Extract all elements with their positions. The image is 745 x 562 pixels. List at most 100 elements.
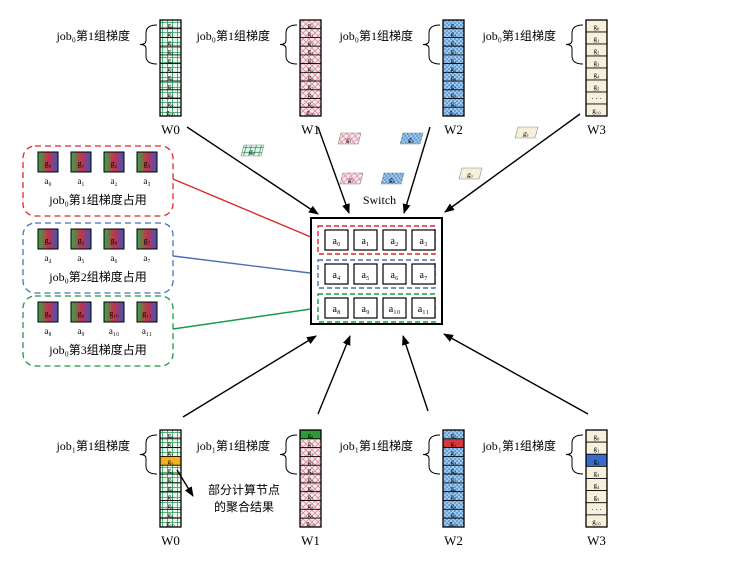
flow-arrow xyxy=(186,126,319,215)
gradient-cell-label: g₃ xyxy=(308,48,315,56)
aggregator-label: a₁₀ xyxy=(389,304,401,315)
flow-arrow xyxy=(182,335,317,418)
packet-body xyxy=(337,132,362,145)
gradient-cell-label: g₈ xyxy=(451,91,458,99)
worker-stack-border xyxy=(299,19,322,117)
aggregator-slot xyxy=(382,263,407,285)
gradient-cell-label: g₆ xyxy=(168,484,175,492)
aggregator-caption: a₇ xyxy=(143,253,150,263)
gradient-cell-label: g₁ xyxy=(168,440,174,448)
aggregator-label: a₀ xyxy=(333,236,341,247)
aggregator-label: a₂ xyxy=(391,236,399,247)
gradient-cell-label: g₅ xyxy=(168,65,175,73)
gradient-cell-label: g₀ xyxy=(451,431,458,439)
gradient-cell-label: g₇ xyxy=(308,82,315,90)
group-connector-1 xyxy=(172,178,319,241)
gradient-cell-label: g₆ xyxy=(308,74,315,82)
gradient-cell-label: g₁₀ xyxy=(166,109,175,117)
gradient-swatch-label: g₈ xyxy=(45,309,52,318)
worker-label: job₁第1组梯度 xyxy=(481,438,556,453)
gradient-cell-label: g₈ xyxy=(168,502,175,510)
gradient-cell-label: g₃ xyxy=(594,469,601,477)
packet-label: g₅ xyxy=(522,130,531,138)
worker-stack-border xyxy=(159,429,182,528)
gradient-swatch xyxy=(103,301,125,323)
flow-arrow xyxy=(317,126,350,214)
gradient-swatch-label: g₂ xyxy=(111,159,118,168)
gradient-swatch-label: g₁₁ xyxy=(142,309,152,318)
group-box xyxy=(22,295,174,367)
gradient-cell-label: g₇ xyxy=(451,82,458,90)
gradient-cell-label: g₄ xyxy=(308,56,315,64)
aggregator-label: a₅ xyxy=(362,270,370,281)
aggregator-slot xyxy=(411,229,436,251)
gradient-cell-label: g₉ xyxy=(451,511,458,519)
gradient-cell-label: g₈ xyxy=(308,502,315,510)
worker-name: W3 xyxy=(587,122,606,137)
gradient-cell-label: g₃ xyxy=(308,458,315,466)
gradient-cell-label: g₀ xyxy=(594,23,601,31)
gradient-cell-label: g₁ xyxy=(308,30,314,38)
gradient-swatch-label: g₄ xyxy=(45,236,52,245)
note-text: 的聚合结果 xyxy=(214,499,274,514)
gradient-cell-label: g₁₀ xyxy=(166,520,175,528)
flow-arrow xyxy=(402,126,431,214)
brace xyxy=(565,24,584,65)
gradient-cell-label: g₉ xyxy=(308,511,315,519)
gradient-cell-label: g₄ xyxy=(594,71,601,79)
aggregator-caption: a₁ xyxy=(77,176,84,186)
gradient-swatch xyxy=(136,301,158,323)
gradient-cell-label: g₂ xyxy=(451,39,458,47)
worker-label: job₀第1组梯度 xyxy=(481,28,556,43)
gradient-cell-label: g₀ xyxy=(594,433,601,441)
aggregator-slot xyxy=(324,263,349,285)
aggregator-slot xyxy=(324,297,349,319)
aggregator-label: a₃ xyxy=(420,236,428,247)
packet-body xyxy=(339,172,364,185)
gradient-swatch-label: g₉ xyxy=(78,309,85,318)
gradient-cell-label: g₅ xyxy=(451,65,458,73)
gradient-cell-label: g₃ xyxy=(451,458,458,466)
worker-label: job₁第1组梯度 xyxy=(338,438,413,453)
gradient-cell-label: g₅ xyxy=(451,476,458,484)
aggregator-caption: a₅ xyxy=(77,253,84,263)
aggregator-slot xyxy=(353,297,378,319)
gradient-cell-label: g₃ xyxy=(594,59,601,67)
gradient-cell-label: g₆ xyxy=(308,484,315,492)
data-packet: g₅ xyxy=(514,126,539,139)
brace xyxy=(139,434,158,475)
aggregator-caption: a₈ xyxy=(44,326,51,336)
gradient-cell-label: g₁ xyxy=(594,35,600,43)
aggregator-label: a₆ xyxy=(391,270,399,281)
aggregator-caption: a₁₀ xyxy=(109,326,119,336)
brace xyxy=(422,434,441,475)
gradient-cell-label: g₅ xyxy=(308,65,315,73)
worker-label: job₁第1组梯度 xyxy=(55,438,130,453)
gradient-cell-label: g₂ xyxy=(451,449,458,457)
brace xyxy=(565,434,584,475)
gradient-swatch-label: g₇ xyxy=(144,236,151,245)
gradient-cell-label: g₄ xyxy=(308,467,315,475)
note-text: 部分计算节点 xyxy=(208,482,280,497)
worker-stack-border xyxy=(585,429,608,528)
brace xyxy=(422,24,441,65)
packet-body xyxy=(458,167,483,180)
group-connector-2 xyxy=(172,255,319,275)
gradient-cell-label: g₁ xyxy=(168,30,174,38)
group-caption: job₀第1组梯度占用 xyxy=(48,192,147,207)
gradient-cell-label: g₁ xyxy=(451,440,457,448)
gradient-cell-label: g₀ xyxy=(451,21,458,29)
worker-stack-border xyxy=(299,429,322,528)
aggregator-label: a₇ xyxy=(420,270,428,281)
gradient-cell-label: g₉ xyxy=(308,100,315,108)
gradient-swatch xyxy=(70,151,92,173)
aggregator-caption: a₀ xyxy=(44,176,51,186)
group-box xyxy=(22,222,174,294)
